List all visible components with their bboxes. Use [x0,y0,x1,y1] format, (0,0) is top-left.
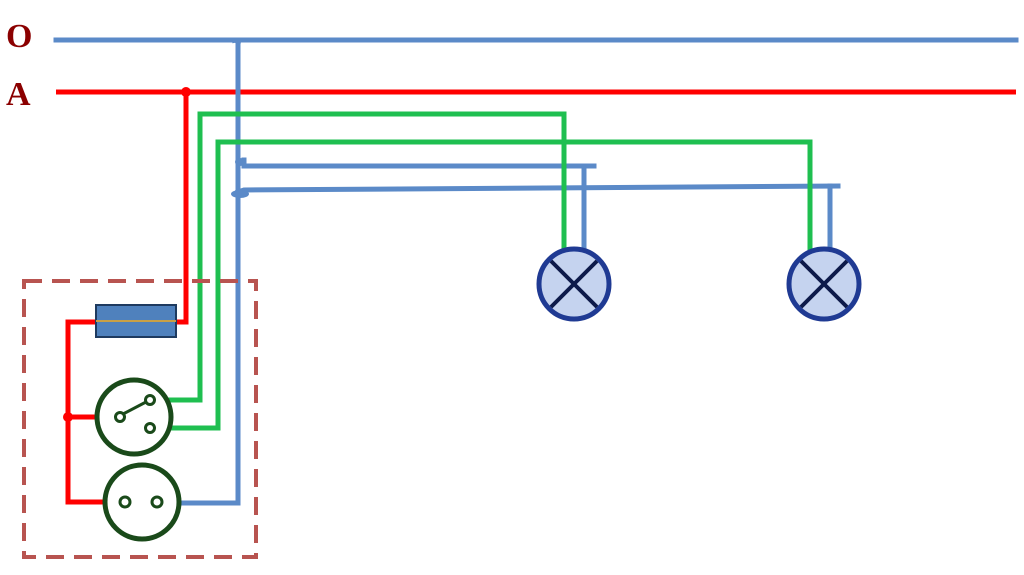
phase-junction-dot [181,87,191,97]
panel-junction-dot [63,412,73,422]
neutral-junction-top [235,158,245,166]
neutral-tap-mark [231,39,242,46]
neutral-branch-lamp-2 [234,183,841,196]
neutral-branch-lamp-1 [241,157,597,169]
phase-line-label: A [6,76,31,113]
neutral-line-label: O [6,18,33,55]
fuse-icon [95,304,177,338]
switch-wire-lamp-2 [152,139,813,431]
phase-drop-wire [176,92,189,325]
switch-icon [94,377,174,457]
neutral-junction-bottom [231,190,249,198]
socket-icon [102,462,182,542]
distribution-panel [22,279,258,559]
lamp-1-icon [536,246,612,322]
lamp-2-icon [786,246,862,322]
switch-wire-lamp-1 [166,111,567,403]
